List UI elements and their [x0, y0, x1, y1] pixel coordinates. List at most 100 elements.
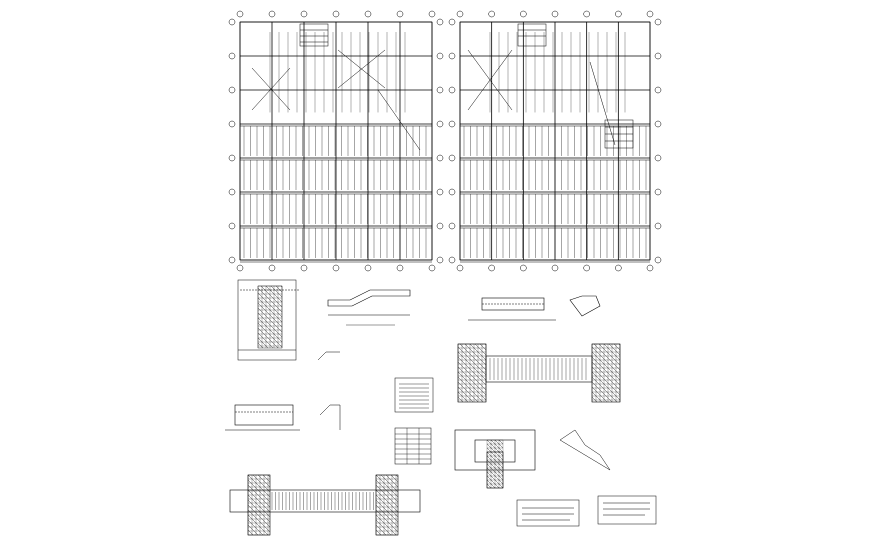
- hatch-line: [270, 285, 283, 298]
- grid-bubble: [436, 120, 444, 128]
- hatch-line: [618, 343, 621, 346]
- grid-bubble: [654, 18, 662, 26]
- grid-bubble: [436, 154, 444, 162]
- slab-section-detail: [327, 289, 411, 326]
- grid-bubble: [436, 222, 444, 230]
- hatch-line: [275, 285, 283, 293]
- hatch-line: [395, 474, 399, 478]
- grid-bubble: [396, 10, 404, 18]
- hatch-line: [457, 356, 487, 386]
- hatch-line: [375, 514, 397, 536]
- grid-bubble: [654, 154, 662, 162]
- grid-bubble: [268, 264, 276, 272]
- grid-bubble: [228, 188, 236, 196]
- grid-bubble: [488, 264, 495, 272]
- grid-bubble: [228, 256, 236, 264]
- grid-bubble: [228, 154, 236, 162]
- grid-bubble: [654, 256, 662, 264]
- hatch-line: [375, 529, 382, 536]
- hatch-line: [457, 351, 487, 381]
- hatch-line: [247, 474, 271, 498]
- grid-bubble: [396, 264, 404, 272]
- hatch-line: [591, 351, 621, 381]
- hatch-line: [457, 386, 474, 403]
- grid-bubble: [520, 264, 527, 272]
- hatch-line: [608, 343, 621, 356]
- hatch-line: [591, 396, 598, 403]
- hatch-line: [375, 519, 392, 536]
- grid-bubble: [654, 52, 662, 60]
- hatch-line: [464, 343, 487, 366]
- hatch-line: [247, 519, 264, 536]
- beam-elevation-right: [457, 343, 621, 403]
- grid-bubble: [654, 86, 662, 94]
- grid-bubble: [646, 10, 654, 18]
- hatch-line: [591, 346, 621, 376]
- grid-bubble: [236, 10, 244, 18]
- grid-bubble: [364, 10, 372, 18]
- grid-bubble: [654, 120, 662, 128]
- grid-bubble: [436, 52, 444, 60]
- beam-section-top-right: [468, 295, 601, 321]
- plan-right-beams: [459, 21, 651, 263]
- notes-box-1: [516, 499, 580, 527]
- grid-bubble: [436, 256, 444, 264]
- hatch-line: [593, 343, 621, 371]
- misc-details: [317, 351, 611, 471]
- grid-bubble: [300, 10, 308, 18]
- hatch-line: [380, 474, 399, 493]
- hatch-line: [375, 484, 399, 508]
- hatch-line: [260, 285, 283, 308]
- plan-left-diagonals: [251, 49, 421, 151]
- grid-bubble: [228, 120, 236, 128]
- hatch-line: [257, 337, 269, 349]
- hatch-line: [257, 332, 274, 349]
- table-box: [394, 427, 432, 465]
- small-plan-detail: [237, 279, 300, 361]
- grid-bubble: [436, 86, 444, 94]
- grid-bubble: [583, 10, 590, 18]
- grid-bubble: [615, 10, 622, 18]
- hatch-line: [267, 474, 271, 478]
- grid-bubble: [448, 120, 456, 128]
- hatch-line: [375, 494, 399, 518]
- hatch-line: [484, 343, 487, 346]
- floor-plan-right: [448, 10, 662, 272]
- hatch-line: [390, 474, 399, 483]
- beam-section-bottom-left: [225, 404, 300, 431]
- grid-bubble: [268, 10, 276, 18]
- hatch-line: [459, 343, 487, 371]
- grid-bubble: [428, 10, 436, 18]
- beam-elevation-bottom: [229, 474, 421, 536]
- plan-left-grid-bubbles: [228, 10, 444, 272]
- column-detail: [454, 429, 536, 489]
- hatch-line: [247, 509, 271, 533]
- plan-right-diagonals: [467, 49, 616, 146]
- hatch-line: [457, 366, 487, 396]
- hatch-line: [498, 439, 504, 445]
- hatch-line: [280, 285, 283, 288]
- grid-bubble: [436, 18, 444, 26]
- grid-bubble: [583, 264, 590, 272]
- grid-bubble: [332, 264, 340, 272]
- grid-bubble: [448, 18, 456, 26]
- plan-left-stair: [299, 23, 329, 47]
- grid-bubble: [300, 264, 308, 272]
- hatch-line: [247, 529, 254, 536]
- grid-bubble: [456, 10, 464, 18]
- grid-bubble: [654, 188, 662, 196]
- hatch-line: [375, 474, 399, 498]
- hatch-line: [591, 356, 621, 386]
- grid-bubble: [448, 154, 456, 162]
- hatch-line: [490, 439, 504, 453]
- hatch-line: [474, 343, 487, 356]
- hatch-line: [257, 342, 264, 349]
- grid-bubble: [364, 264, 372, 272]
- hatch-line: [247, 504, 271, 528]
- hatch-line: [613, 343, 621, 351]
- hatch-line: [591, 386, 608, 403]
- grid-bubble: [236, 264, 244, 272]
- grid-bubble: [448, 256, 456, 264]
- hatch-line: [262, 474, 271, 483]
